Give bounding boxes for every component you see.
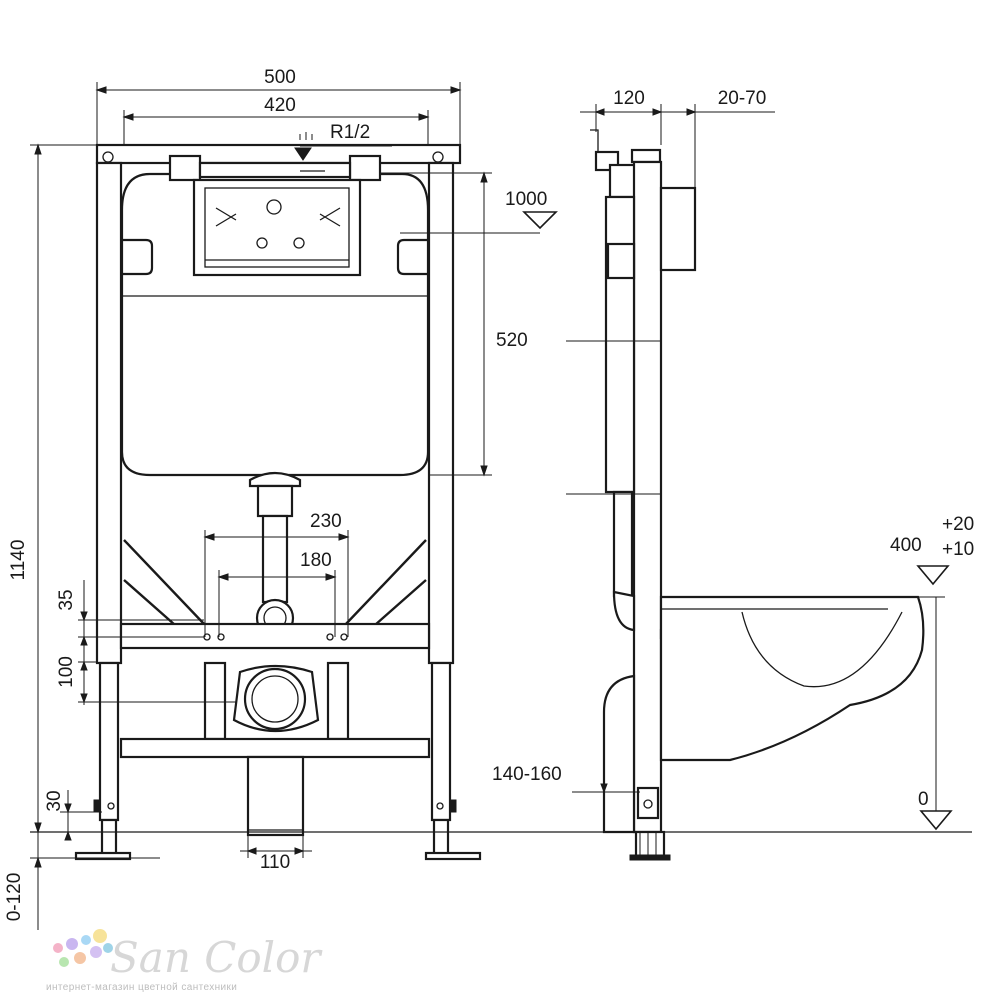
front-right-foot (424, 851, 482, 861)
bowl-bolt-hole-4 (340, 633, 348, 641)
drain-pipe-outer (243, 667, 307, 731)
dim-inner-width: 420 (264, 95, 296, 116)
front-right-leg (430, 661, 452, 822)
sancolor-logo: San Color интернет-магазин цветной санте… (46, 929, 323, 993)
dim-depth: 120 (613, 88, 645, 109)
logo-brand-name: San Color (110, 933, 323, 982)
dim-foot-30: 30 (44, 790, 65, 811)
flush-button-hole-left (256, 237, 268, 249)
cistern-left-bracket (120, 238, 154, 276)
dim-drain-width: 110 (260, 852, 290, 873)
front-left-leg-hole (107, 802, 115, 810)
front-right-leg-hole (436, 802, 444, 810)
front-right-upright (427, 161, 455, 665)
dim-bolt-span-outer: 230 (310, 511, 342, 532)
dim-connection: R1/2 (330, 122, 370, 143)
drain-support-left (203, 661, 227, 741)
bowl-bolt-hole-3 (326, 633, 334, 641)
front-right-leg-clip (449, 799, 457, 813)
bowl-bolt-hole-2 (217, 633, 225, 641)
logo-tagline: интернет-магазин цветной сантехники (46, 982, 237, 993)
side-view (590, 129, 925, 861)
dim-spacing-100: 100 (56, 656, 77, 688)
logo-dot-cluster (53, 929, 113, 967)
flush-plate-inner-frame (204, 187, 350, 268)
dimension-lines (30, 82, 953, 930)
front-left-leg-rod (100, 818, 118, 857)
side-flush-pipe (612, 490, 634, 598)
dim-tolerance-plus10: +10 (942, 539, 974, 560)
flush-mechanism-hole (266, 199, 282, 215)
dim-bolt-span-inner: 180 (300, 550, 332, 571)
side-flush-plate (659, 186, 697, 272)
logo-dot (81, 935, 91, 945)
front-left-diagonal-brace (123, 539, 206, 626)
dim-total-height: 1140 (8, 540, 29, 581)
logo-dot (59, 957, 69, 967)
drain-pipe-inner (251, 675, 299, 723)
logo-dot (103, 943, 113, 953)
front-left-leg-clip (93, 799, 101, 813)
front-left-upright (95, 161, 123, 665)
front-right-leg-rod (432, 818, 450, 857)
logo-dot (74, 952, 86, 964)
cistern-top-lug-left (168, 154, 202, 182)
side-leg-hole (643, 799, 653, 809)
logo-dot (66, 938, 78, 950)
dim-frame-width: 500 (264, 67, 296, 88)
dim-panel-offset: 20-70 (718, 88, 767, 109)
side-frame-upright (632, 160, 663, 834)
drain-support-right (326, 661, 350, 741)
wall-hung-bowl (659, 595, 925, 762)
side-cistern-bracket (606, 242, 636, 280)
logo-dot (93, 929, 107, 943)
front-left-foot (74, 851, 132, 861)
side-leg-block (636, 786, 660, 820)
side-flush-bend (612, 590, 636, 632)
dim-drain-height: 140-160 (492, 764, 562, 785)
dim-spacing-35: 35 (56, 589, 77, 610)
front-left-leg (98, 661, 120, 822)
flush-pipe-upper (256, 484, 294, 518)
front-view (74, 143, 482, 861)
front-right-diagonal-brace (344, 539, 427, 626)
side-drain-bend (602, 674, 636, 834)
flush-plate-braces (215, 207, 341, 227)
cistern-top-lug-right (348, 154, 382, 182)
side-top-cap (630, 148, 662, 164)
front-lower-crossbar (119, 737, 431, 759)
dim-cistern-height: 520 (496, 330, 528, 351)
bowl-mounting-crossbar (119, 622, 431, 650)
side-tank-top (608, 163, 638, 199)
logo-dot (90, 946, 102, 958)
dim-foot-adjust: 0-120 (4, 873, 25, 922)
dim-floor-level: 0 (918, 789, 929, 810)
logo-dot (53, 943, 63, 953)
dim-bowl-height: 400 (890, 535, 922, 556)
dim-flush-height: 1000 (505, 189, 547, 210)
bowl-inner-contour (741, 611, 903, 688)
side-cistern-body (604, 195, 636, 494)
dim-tolerance-plus20: +20 (942, 514, 974, 535)
cistern-right-bracket (396, 238, 430, 276)
drain-pipe-stub (246, 755, 305, 837)
side-foot-plate (629, 854, 671, 861)
front-top-rail (95, 143, 462, 165)
flush-pipe-top-nut (248, 471, 302, 488)
flush-pipe-lower (261, 514, 289, 604)
cistern-top-cover (198, 161, 352, 179)
flush-plate-opening (192, 178, 362, 277)
flush-button-hole-right (293, 237, 305, 249)
